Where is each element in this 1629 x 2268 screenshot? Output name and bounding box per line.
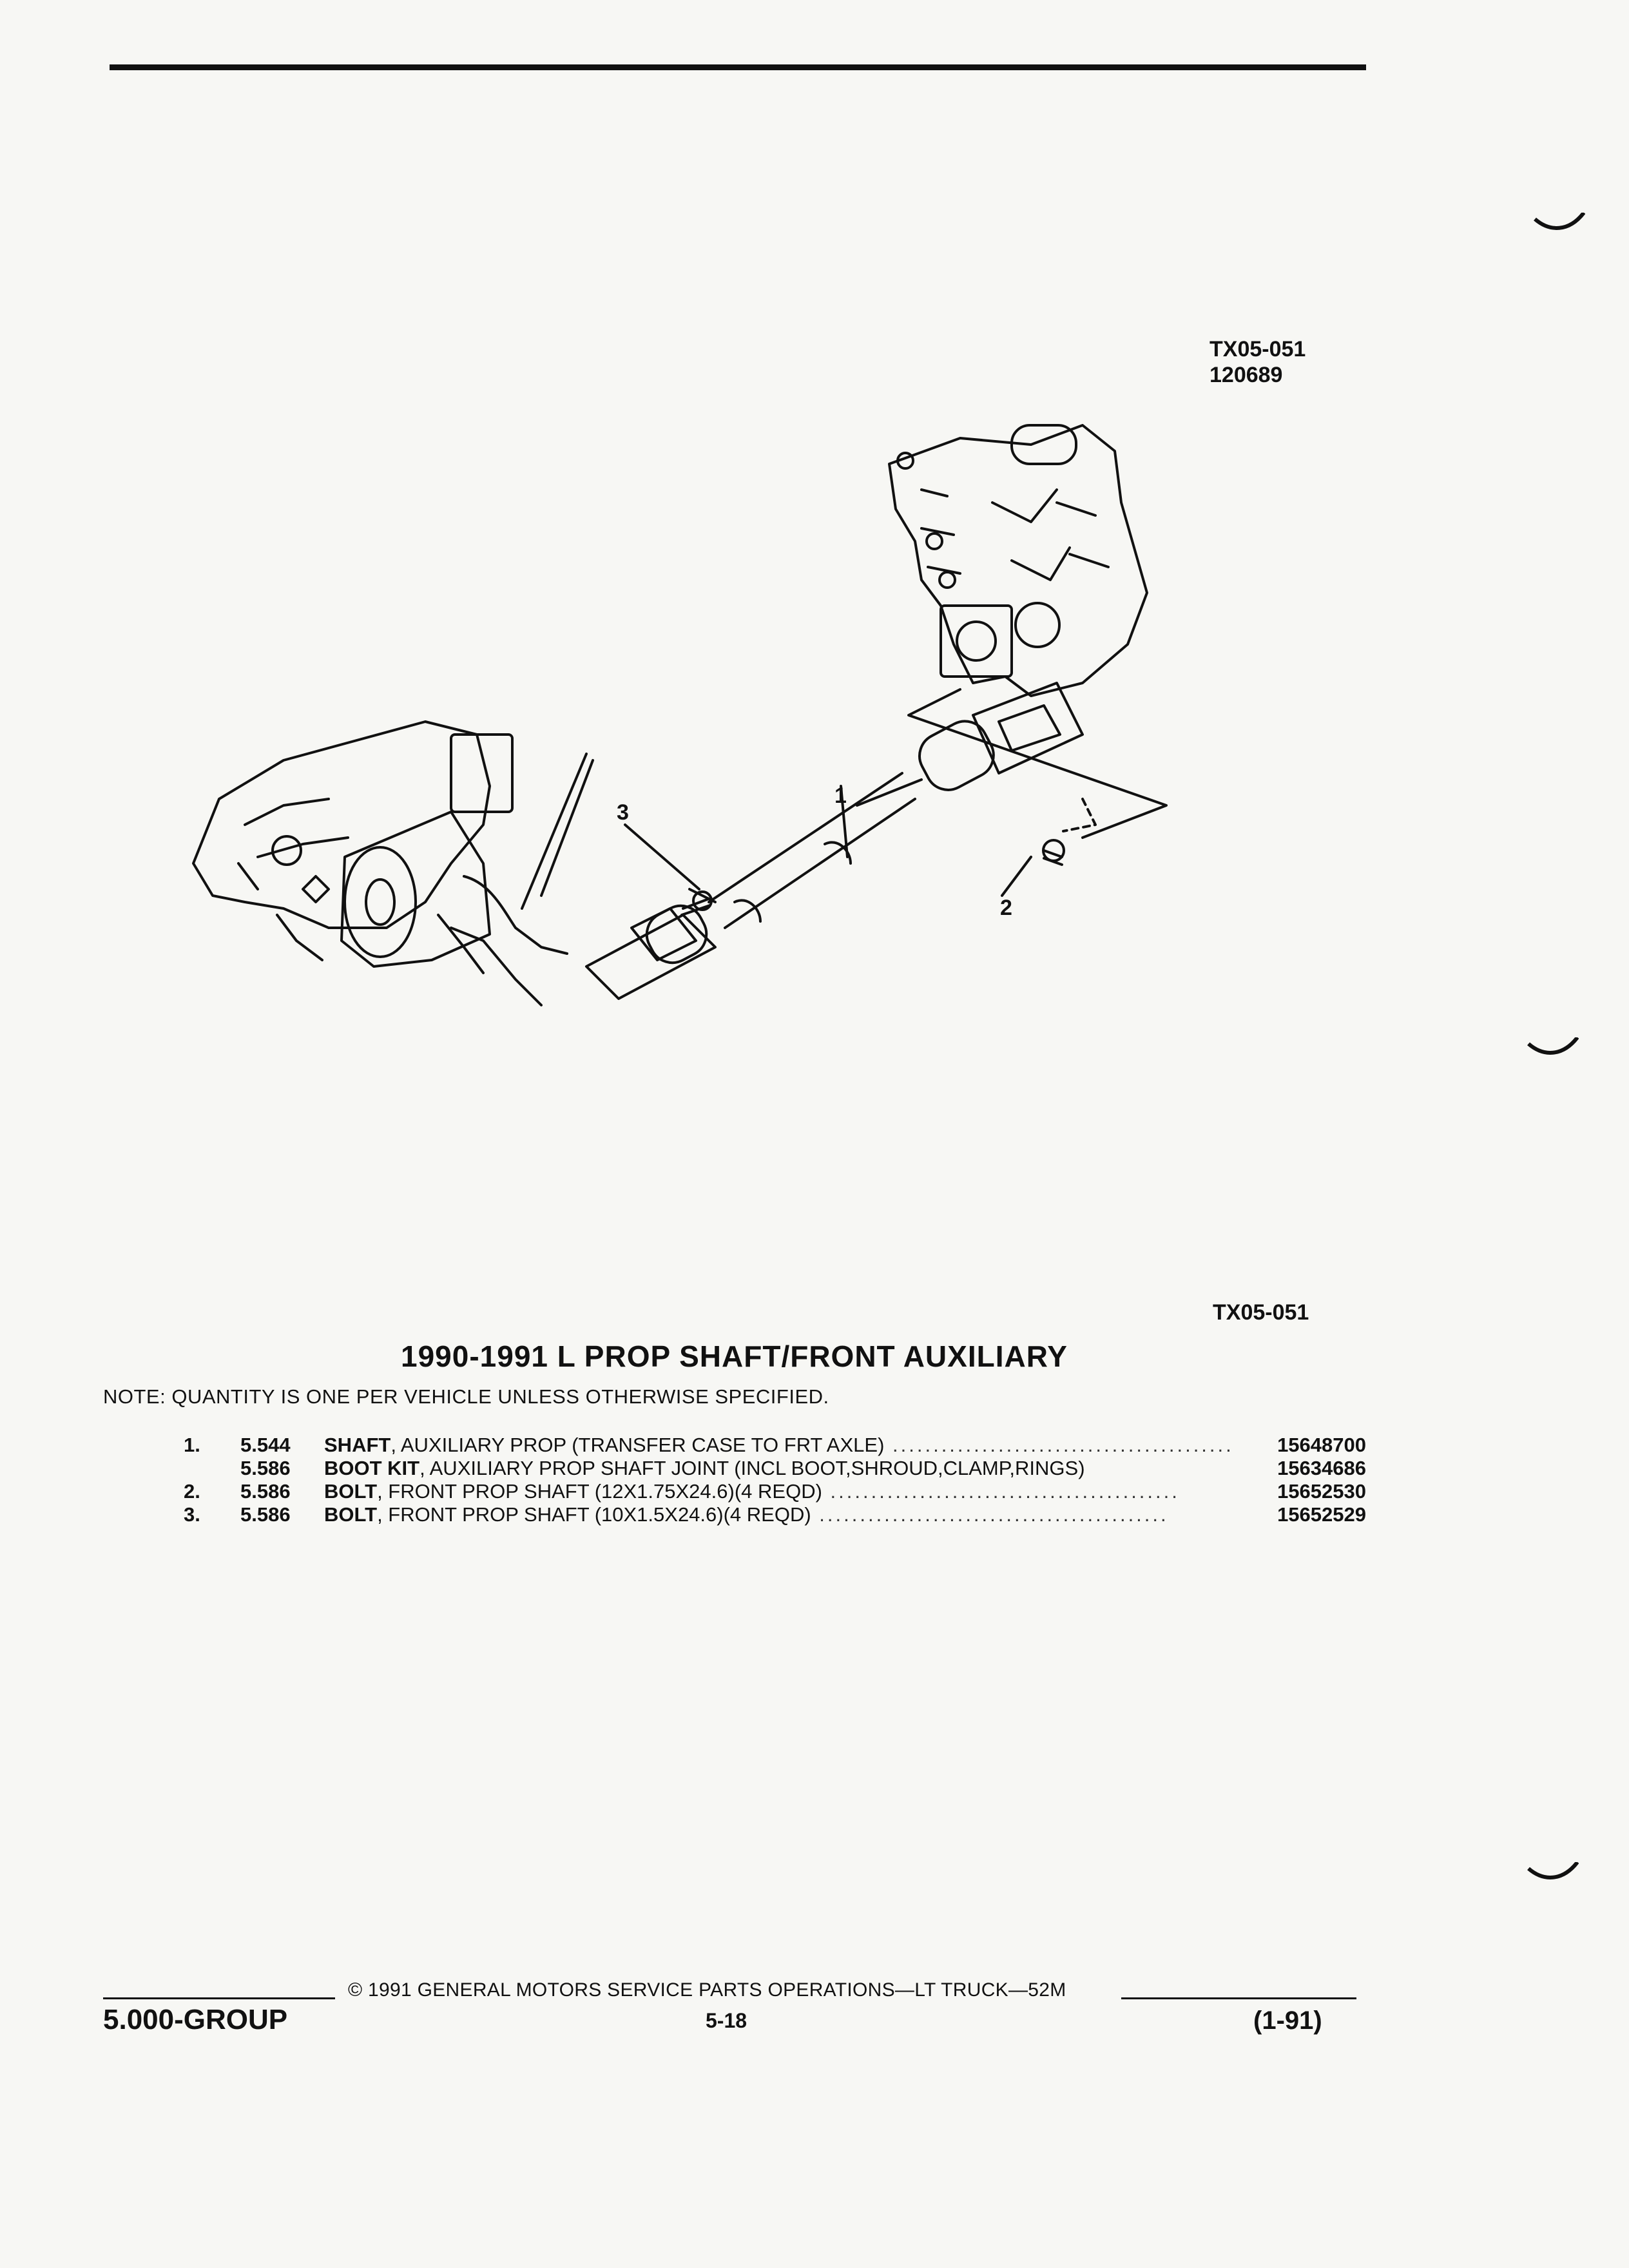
- item-number: 3.: [184, 1503, 200, 1526]
- item-number: 2.: [184, 1480, 200, 1503]
- figure-code: TX05-051: [1210, 337, 1306, 361]
- part-number: 15648700: [1277, 1434, 1366, 1456]
- part-name: BOLT: [324, 1503, 378, 1526]
- revision-date: (1-91): [1253, 2006, 1322, 2035]
- part-detail: , FRONT PROP SHAFT (10X1.5X24.6)(4 REQD): [377, 1503, 811, 1526]
- binder-mark-icon: [1527, 1037, 1579, 1055]
- binder-mark-icon: [1527, 1862, 1579, 1879]
- part-description: BOOT KIT, AUXILIARY PROP SHAFT JOINT (IN…: [324, 1457, 1231, 1480]
- front-axle-drawing: [192, 720, 568, 1006]
- prop-shaft-illustration: 1 2 3: [192, 424, 1168, 1006]
- figure-reference-bottom: TX05-051: [1213, 1300, 1309, 1325]
- part-detail: , FRONT PROP SHAFT (12X1.75X24.6)(4 REQD…: [377, 1480, 822, 1503]
- parts-row: 5.586 BOOT KIT, AUXILIARY PROP SHAFT JOI…: [184, 1457, 1366, 1480]
- top-rule: [110, 64, 1366, 70]
- part-number: 15652530: [1277, 1480, 1366, 1503]
- item-number: 1.: [184, 1434, 200, 1456]
- part-number: 15634686: [1277, 1457, 1366, 1479]
- parts-row: 2. 5.586 BOLT, FRONT PROP SHAFT (12X1.75…: [184, 1480, 1366, 1503]
- bolt-drawings: [680, 839, 1065, 916]
- binder-mark-icon: [1534, 213, 1585, 230]
- callout-3: 3: [617, 800, 629, 825]
- figure-reference: TX05-051 120689: [1210, 336, 1306, 388]
- part-description: BOLT, FRONT PROP SHAFT (12X1.75X24.6)(4 …: [324, 1480, 1180, 1503]
- quantity-note: NOTE: QUANTITY IS ONE PER VEHICLE UNLESS…: [103, 1385, 829, 1408]
- footer-rule-right: [1121, 1997, 1356, 1999]
- parts-list: 1. 5.544 SHAFT, AUXILIARY PROP (TRANSFER…: [184, 1434, 1366, 1526]
- page-number: 5-18: [706, 2009, 747, 2032]
- part-name: SHAFT: [324, 1434, 391, 1456]
- section-title: 1990-1991 L PROP SHAFT/FRONT AUXILIARY: [401, 1340, 1068, 1373]
- group-code: 5.544: [240, 1434, 291, 1456]
- parts-row: 3. 5.586 BOLT, FRONT PROP SHAFT (10X1.5X…: [184, 1503, 1366, 1526]
- part-description: BOLT, FRONT PROP SHAFT (10X1.5X24.6)(4 R…: [324, 1503, 1169, 1526]
- part-name: BOLT: [324, 1480, 378, 1503]
- parts-row: 1. 5.544 SHAFT, AUXILIARY PROP (TRANSFER…: [184, 1434, 1366, 1457]
- footer-rule-left: [103, 1997, 335, 1999]
- transfer-case-drawing: [888, 424, 1148, 697]
- figure-date: 120689: [1210, 363, 1283, 387]
- part-name: BOOT KIT: [324, 1457, 420, 1479]
- part-number: 15652529: [1277, 1503, 1366, 1526]
- group-code: 5.586: [240, 1480, 291, 1503]
- copyright-line: © 1991 GENERAL MOTORS SERVICE PARTS OPER…: [348, 1979, 1066, 2001]
- part-detail: , AUXILIARY PROP (TRANSFER CASE TO FRT A…: [390, 1434, 885, 1456]
- part-detail: , AUXILIARY PROP SHAFT JOINT (INCL BOOT,…: [419, 1457, 1085, 1479]
- callout-1: 1: [834, 783, 847, 808]
- prop-shaft-drawing: [585, 682, 1084, 1000]
- callout-2: 2: [1000, 896, 1012, 920]
- group-label: 5.000-GROUP: [103, 2004, 288, 2035]
- group-code: 5.586: [240, 1503, 291, 1526]
- part-description: SHAFT, AUXILIARY PROP (TRANSFER CASE TO …: [324, 1434, 1231, 1456]
- group-code: 5.586: [240, 1457, 291, 1479]
